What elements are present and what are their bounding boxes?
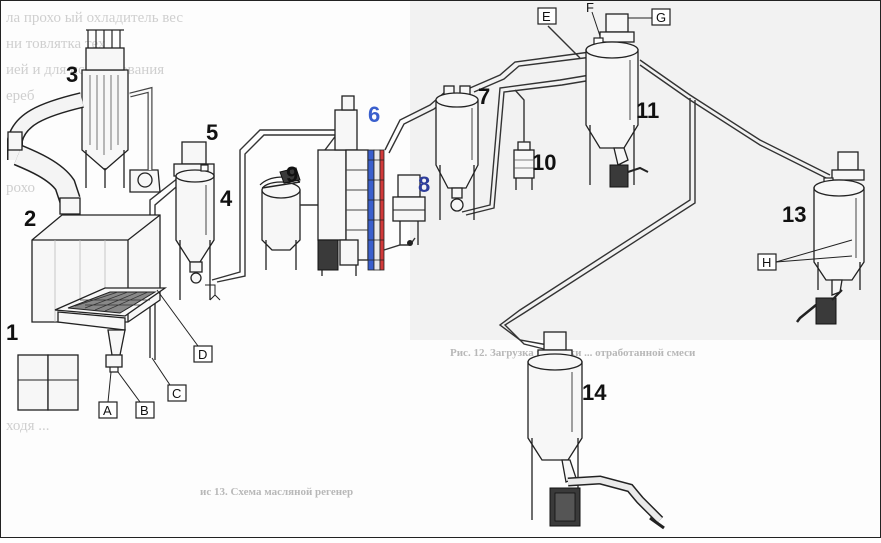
- caption-fig12: Рис. 12. Загрузка шелупки ... отработанн…: [450, 347, 696, 359]
- callout-f: F: [586, 0, 594, 15]
- blue-column-stripe: [367, 149, 375, 271]
- callout-h-box: [757, 253, 777, 271]
- label-5: 5: [206, 120, 218, 145]
- label-4: 4: [220, 186, 233, 211]
- label-9: 9: [286, 162, 298, 187]
- label-6: 6: [368, 102, 380, 127]
- label-3: 3: [66, 62, 78, 87]
- callout-a: A: [103, 403, 112, 418]
- callout-g-box: [651, 8, 671, 26]
- filter-10: [513, 89, 535, 190]
- label-14: 14: [582, 380, 607, 405]
- callout-d-box: [193, 345, 213, 363]
- letter-callouts: A B C D E F G H: [98, 0, 853, 419]
- label-10: 10: [532, 150, 556, 175]
- duct-3-to-2: [7, 92, 84, 215]
- label-2: 2: [24, 206, 36, 231]
- shakeout-grid-1: [17, 287, 168, 411]
- silo-11: [585, 13, 649, 188]
- label-8: 8: [418, 172, 430, 197]
- label-13: 13: [782, 202, 806, 227]
- callout-h: H: [762, 255, 771, 270]
- silo-13: [796, 151, 865, 325]
- bg-text-5: рохо: [6, 180, 35, 196]
- callout-g: G: [656, 10, 666, 25]
- equipment-number-labels: 1 2 3 4 5 6 7 8 9 10 11 13 14: [6, 62, 806, 405]
- dosing-unit-8: [383, 174, 426, 251]
- callout-b: B: [140, 403, 149, 418]
- callout-e: E: [542, 9, 551, 24]
- bg-text-2: ни товлятка тех: [6, 36, 106, 52]
- callout-c: C: [172, 386, 181, 401]
- cyclone-filter-3: [81, 29, 161, 193]
- label-11: 11: [636, 98, 659, 123]
- pipelines: [149, 25, 831, 360]
- label-7: 7: [478, 84, 490, 109]
- silo-14: [527, 331, 665, 530]
- column-unit-6: [317, 95, 385, 276]
- callout-c-box: [167, 384, 187, 402]
- caption-fig13: ис 13. Схема масляной регенер: [200, 486, 353, 498]
- silo-7: [435, 85, 479, 220]
- white-column-stripe: [373, 149, 381, 271]
- bg-text-6: ходя ...: [6, 418, 50, 434]
- callout-e-box: [537, 7, 557, 25]
- label-1: 1: [6, 320, 18, 345]
- callout-a-box: [98, 401, 118, 419]
- silo-4-5: [173, 141, 221, 301]
- red-column-stripe: [379, 149, 385, 271]
- bg-text-1: ла прохо ый охладитель вес: [6, 10, 183, 26]
- bg-text-4: ереб: [6, 88, 35, 104]
- callout-b-box: [135, 401, 155, 419]
- callout-d: D: [198, 347, 207, 362]
